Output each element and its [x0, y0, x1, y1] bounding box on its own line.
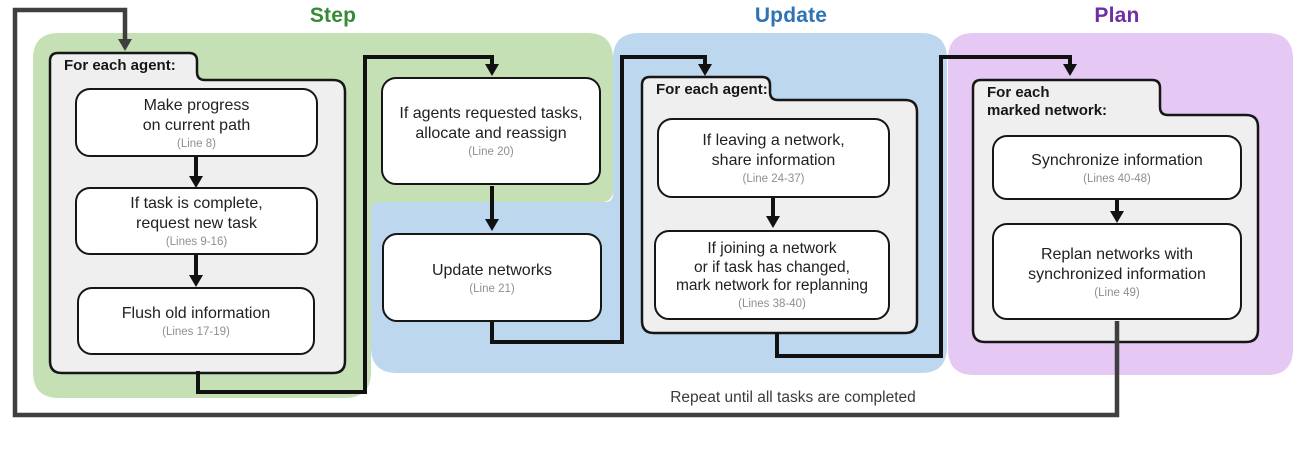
arrowhead: [698, 64, 712, 76]
box-update-networks-ref: (Line 21): [469, 282, 515, 295]
repeat-loop-arrowhead: [118, 39, 132, 51]
box-request-task-text: If task is complete, request new task: [130, 195, 263, 232]
box-mark-network: If joining a network or if task has chan…: [654, 230, 890, 320]
box-sync-info: Synchronize information (Lines 40-48): [992, 135, 1242, 200]
box-sync-info-text: Synchronize information: [1031, 151, 1203, 169]
arrow-update-networks-to-update-folder: [490, 55, 707, 344]
box-sync-info-ref: (Lines 40-48): [1083, 172, 1151, 185]
arrowhead: [1110, 211, 1124, 223]
arrowhead: [766, 216, 780, 228]
box-flush-info-text: Flush old information: [121, 305, 271, 322]
box-request-task: If task is complete, request new task (L…: [75, 187, 318, 255]
arrowhead: [1063, 64, 1077, 76]
header-step: Step: [309, 4, 357, 27]
repeat-loop-arrow: [12, 7, 1120, 418]
box-make-progress-ref: (Line 8): [177, 137, 216, 150]
box-make-progress-text: Make progress on current path: [142, 96, 251, 134]
arrowhead: [189, 275, 203, 287]
box-replan: Replan networks with synchronized inform…: [992, 223, 1242, 320]
arrowhead: [189, 176, 203, 188]
box-mark-network-ref: (Lines 38-40): [738, 297, 806, 310]
step-folder-label: For each agent:: [64, 57, 176, 74]
box-update-networks-text: Update networks: [431, 261, 553, 279]
arrow-step-folder-to-allocate: [196, 55, 494, 394]
box-make-progress: Make progress on current path (Line 8): [75, 88, 318, 157]
repeat-label: Repeat until all tasks are completed: [670, 389, 916, 406]
box-allocate: If agents requested tasks, allocate and …: [381, 77, 601, 185]
plan-folder-label: For each marked network:: [987, 84, 1108, 119]
box-share-info-ref: (Line 24-37): [742, 173, 805, 185]
box-share-info-text: If leaving a network, share information: [702, 132, 845, 169]
box-mark-network-text: If joining a network or if task has chan…: [675, 240, 869, 295]
box-replan-text: Replan networks with synchronized inform…: [1028, 245, 1206, 283]
box-request-task-ref: (Lines 9-16): [165, 236, 228, 248]
box-allocate-text: If agents requested tasks, allocate and …: [399, 105, 583, 142]
update-folder-label: For each agent:: [656, 81, 768, 98]
box-replan-ref: (Line 49): [1094, 286, 1140, 299]
header-plan: Plan: [1094, 4, 1140, 27]
header-update: Update: [754, 4, 828, 27]
box-share-info: If leaving a network, share information …: [657, 118, 890, 198]
box-flush-info-ref: (Lines 17-19): [162, 326, 230, 338]
arrowhead: [485, 64, 499, 76]
box-allocate-ref: (Line 20): [468, 146, 514, 158]
box-update-networks: Update networks (Line 21): [382, 233, 602, 322]
arrowhead: [485, 219, 499, 231]
arrow-update-folder-to-plan-folder: [775, 55, 1072, 358]
box-flush-info: Flush old information (Lines 17-19): [77, 287, 315, 355]
